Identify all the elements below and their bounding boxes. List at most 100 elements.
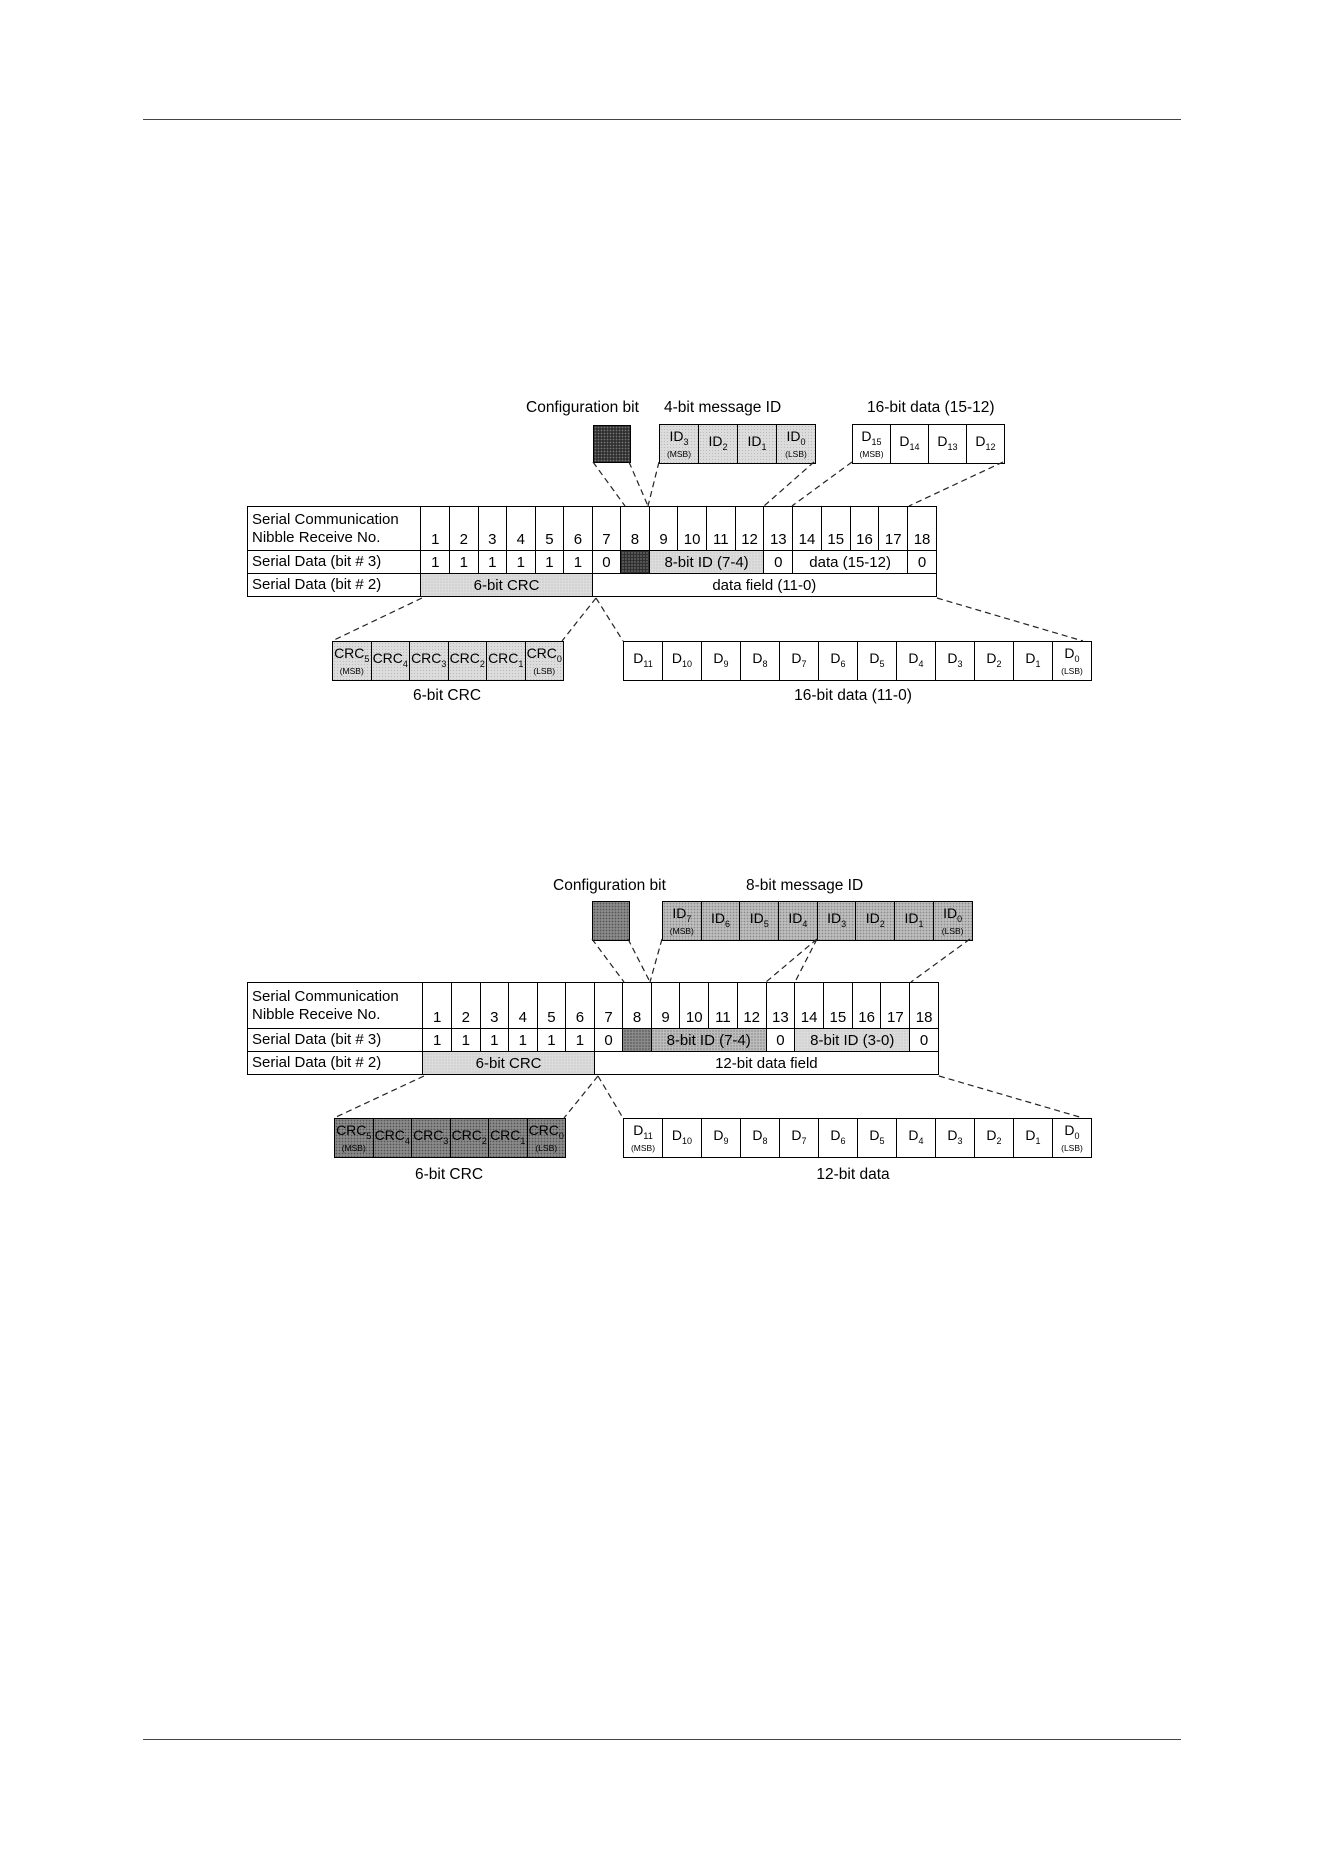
crc-cell-main: CRC [372, 650, 403, 667]
message-id-cell: ID1 [895, 902, 934, 940]
data-top-cell-main: D [899, 433, 910, 450]
message-id-cell-sub: 3 [841, 918, 847, 929]
crc-cell-sub: 1 [518, 658, 524, 669]
bit3-zero: 0 [907, 550, 937, 574]
crc-cell-main: CRC [528, 1122, 559, 1139]
data-bottom-cell-sub: 6 [840, 658, 846, 669]
connector-config-right [627, 938, 651, 983]
nibble-number: 10 [677, 506, 707, 551]
nibble-number: 10 [679, 982, 710, 1029]
message-id-cell-note: (LSB) [941, 925, 964, 936]
nibble-number: 9 [648, 506, 679, 551]
data-bottom-cell-sub: 0 [1074, 1130, 1080, 1141]
message-id-cell-sub: 1 [761, 441, 767, 452]
nibble-number: 14 [792, 506, 822, 551]
nibble-table-2: Serial Communication Nibble Receive No. … [246, 982, 940, 1075]
crc-cell: CRC0(LSB) [527, 1119, 565, 1157]
data-bottom-cell: D7 [780, 642, 819, 680]
data-bottom-cell-main: D [908, 650, 919, 667]
data-bottom-label: 16-bit data (11-0) [794, 687, 912, 704]
nibble-number: 6 [563, 506, 593, 551]
bit3-config-cell [620, 550, 650, 574]
data-bottom-cell-sub: 2 [996, 658, 1002, 669]
data-bottom-cell-sub: 5 [879, 1135, 885, 1146]
crc-cell-sub: 4 [404, 1135, 410, 1146]
message-id-cell-note: (LSB) [785, 448, 807, 459]
nibble-number: 11 [708, 982, 738, 1029]
row-label-bit3: Serial Data (bit # 3) [246, 1028, 424, 1052]
data-bottom-cell: D6 [819, 1119, 858, 1157]
data-bottom-cell-main: D [869, 1127, 880, 1144]
connector-config-right [628, 461, 649, 507]
data-bottom-cell-sub: 7 [801, 1135, 807, 1146]
nibble-number: 5 [536, 982, 567, 1029]
data-bottom-cell: D8 [741, 1119, 780, 1157]
data-bottom-cell: D9 [702, 642, 741, 680]
message-id-cell-main: ID [672, 905, 687, 922]
nibble-number: 7 [593, 982, 624, 1029]
data-bottom-cell-main: D [830, 650, 841, 667]
data-top-cell-sub: 12 [985, 441, 996, 452]
message-id-cell-main: ID [669, 428, 684, 445]
crc-cell-sub: 0 [558, 1130, 564, 1141]
connector-id-right [763, 461, 815, 507]
data-bottom-cell: D5 [858, 1119, 897, 1157]
connector-crc-left [331, 597, 423, 642]
nibble-number: 9 [650, 982, 681, 1029]
data-bottom-cell-sub: 3 [957, 1135, 963, 1146]
data-bottom-cell-sub: 2 [996, 1135, 1002, 1146]
message-id-cell: ID3 [817, 902, 857, 940]
message-id-cell-main: ID [865, 910, 880, 927]
bit3-sync-one: 1 [536, 1028, 567, 1052]
data-bottom-cell-sub: 11 [643, 658, 653, 669]
crc-cell-sub: 5 [364, 653, 370, 664]
message-id-cell-note: (MSB) [669, 925, 694, 936]
nibble-number: 12 [734, 506, 765, 551]
data-bottom-cell-sub: 4 [918, 1135, 924, 1146]
bit3-config-cell [622, 1028, 652, 1052]
data-bottom-cell-sub: 9 [723, 658, 729, 669]
data-bottom-cell-sub: 7 [801, 658, 807, 669]
nibble-number: 2 [449, 506, 479, 551]
bit3-zero: 0 [591, 550, 622, 574]
data-bottom-cell: D4 [897, 642, 936, 680]
data-bottom-cell-main: D [830, 1127, 841, 1144]
data-bottom-cell-main: D [947, 650, 958, 667]
message-id-cell: ID0(LSB) [777, 425, 815, 463]
message-id-label: 8-bit message ID [746, 877, 864, 894]
connector-id-hi-right [765, 938, 818, 983]
data-bottom-cell: D4 [897, 1119, 936, 1157]
row-label-nibble: Serial Communication Nibble Receive No. [246, 982, 424, 1029]
data-bottom-cell-sub: 6 [840, 1135, 846, 1146]
message-id-cell-main: ID [827, 910, 842, 927]
message-id-cell: ID4 [779, 902, 818, 940]
data-bottom-cell-sub: 4 [918, 658, 924, 669]
message-id-cell-main: ID [747, 433, 762, 450]
data-bottom-cell-sub: 1 [1035, 658, 1041, 669]
nibble-table-1: Serial Communication Nibble Receive No. … [246, 506, 938, 597]
data-bottom-cell-sub: 1 [1035, 1135, 1041, 1146]
message-id-cell-sub: 0 [800, 436, 806, 447]
bit3-sync-one: 1 [506, 550, 536, 574]
data-bottom-cell-note: (MSB) [630, 1142, 656, 1153]
data-top-cell-sub: 14 [909, 441, 920, 452]
nibble-number: 7 [591, 506, 622, 551]
message-id-cell-sub: 6 [725, 918, 731, 929]
nibble-number: 16 [851, 982, 882, 1029]
message-id-cell: ID6 [701, 902, 741, 940]
data-bottom-cell: D7 [780, 1119, 819, 1157]
nibble-number: 13 [763, 506, 794, 551]
message-id-cell-sub: 1 [918, 918, 924, 929]
data-bottom-cell-sub: 11 [643, 1130, 653, 1141]
bit3-zero: 0 [763, 550, 794, 574]
crc-cell-sub: 5 [366, 1130, 372, 1141]
crc-cell-main: CRC [413, 1127, 444, 1144]
connector-data-top-right [908, 461, 1004, 507]
nibble-number: 12 [736, 982, 767, 1029]
nibble-number: 15 [820, 506, 851, 551]
data-bottom-cell: D2 [975, 1119, 1014, 1157]
